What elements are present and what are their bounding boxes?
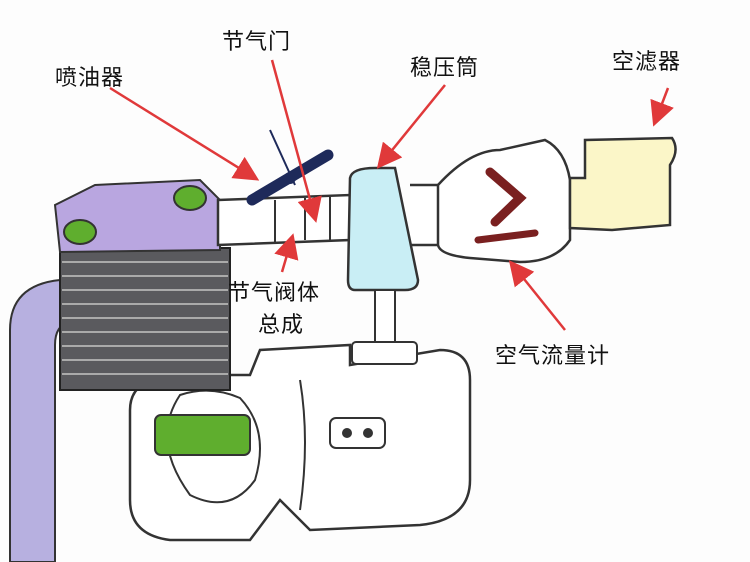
label-throttle-body-line2: 总成 bbox=[258, 313, 305, 338]
arrow-air-filter bbox=[650, 87, 674, 127]
arrow-air-flow-meter bbox=[508, 260, 566, 331]
arrow-throttle-body bbox=[274, 233, 299, 273]
connecting-pipe bbox=[410, 183, 442, 247]
crankcase-seam bbox=[299, 379, 306, 511]
surge-tank bbox=[346, 166, 420, 292]
flow-chevron-icon bbox=[485, 167, 527, 227]
injector-icon bbox=[246, 129, 334, 206]
plug-socket bbox=[329, 417, 386, 449]
label-throttle-body-line1: 节气阀体 bbox=[228, 281, 321, 306]
label-air-filter: 空滤器 bbox=[612, 50, 682, 75]
label-air-flow-meter: 空气流量计 bbox=[495, 344, 611, 369]
surge-tank-base bbox=[351, 341, 418, 365]
socket-pin bbox=[363, 428, 373, 438]
arrow-throttle bbox=[270, 59, 322, 223]
label-injector: 喷油器 bbox=[55, 66, 125, 91]
label-surge-tank: 稳压筒 bbox=[410, 56, 480, 81]
flow-sensor-bar bbox=[474, 229, 539, 244]
surge-tank-stem bbox=[374, 289, 396, 346]
arrow-injector bbox=[109, 86, 260, 181]
air-filter bbox=[568, 136, 677, 232]
arrow-surge-tank bbox=[376, 84, 446, 169]
label-arrows bbox=[109, 59, 674, 331]
cylinder-fins bbox=[59, 247, 231, 391]
cylinder-head bbox=[53, 178, 221, 254]
green-window bbox=[154, 414, 251, 456]
socket-pin bbox=[342, 428, 352, 438]
air-flow-meter bbox=[436, 138, 572, 264]
label-throttle: 节气门 bbox=[222, 30, 292, 55]
